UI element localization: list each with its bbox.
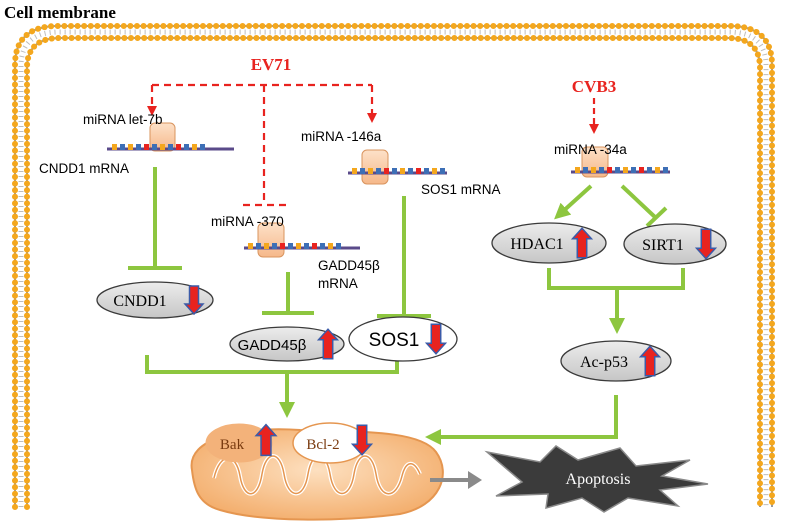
nucleotide-mark bbox=[392, 168, 397, 174]
nucleotide-mark bbox=[112, 144, 117, 150]
nucleotide-mark bbox=[647, 167, 652, 173]
nucleotide-mark bbox=[623, 167, 628, 173]
protein-gadd45b bbox=[229, 326, 345, 362]
cell-membrane bbox=[12, 23, 775, 510]
mirna-let7b-label: miRNA let-7b bbox=[83, 112, 163, 127]
nucleotide-mark bbox=[583, 167, 588, 173]
gadd45b-up-arrow-icon bbox=[316, 328, 340, 360]
nucleotide-mark bbox=[168, 144, 173, 150]
protein-cndd1-label: CNDD1 bbox=[113, 293, 166, 310]
cndd1-down-arrow-icon bbox=[183, 285, 205, 316]
nucleotide-mark bbox=[304, 243, 309, 249]
nucleotide-mark bbox=[120, 144, 125, 150]
protein-acp53-label: Ac-p53 bbox=[580, 354, 628, 371]
activation-edges bbox=[145, 184, 685, 445]
nucleotide-mark bbox=[192, 144, 197, 150]
mirna-34a-label: miRNA -34a bbox=[554, 142, 627, 157]
nucleotide-mark bbox=[264, 243, 269, 249]
nucleotide-mark bbox=[320, 243, 325, 249]
sos1-down-arrow-icon bbox=[424, 323, 448, 355]
protein-gadd45b-label: GADD45β bbox=[238, 337, 307, 354]
cndd1-mrna-label: CNDD1 mRNA bbox=[39, 161, 129, 176]
mirna-370-label: miRNA -370 bbox=[211, 214, 284, 229]
nucleotide-mark bbox=[128, 144, 133, 150]
nucleotide-mark bbox=[384, 168, 389, 174]
bak-up-arrow-icon bbox=[254, 423, 278, 457]
nucleotide-mark bbox=[288, 243, 293, 249]
mirna-146a-label: miRNA -146a bbox=[301, 129, 382, 144]
mirna-146a-complex bbox=[348, 149, 447, 185]
protein-sirt1 bbox=[623, 223, 727, 265]
nucleotide-mark bbox=[136, 144, 141, 150]
nucleotide-mark bbox=[200, 144, 205, 150]
page-title: Cell membrane bbox=[4, 3, 116, 22]
gadd45b-mrna-label-2: mRNA bbox=[318, 276, 358, 291]
nucleotide-mark bbox=[599, 167, 604, 173]
regulation-arrows bbox=[183, 227, 718, 457]
ev71-label: EV71 bbox=[251, 55, 292, 74]
nucleotide-mark bbox=[368, 168, 373, 174]
nucleotide-mark bbox=[328, 243, 333, 249]
mito-bcl2-label: Bcl-2 bbox=[306, 437, 339, 453]
nucleotide-mark bbox=[376, 168, 381, 174]
protein-acp53 bbox=[560, 340, 672, 382]
nucleotide-mark bbox=[280, 243, 285, 249]
inhibition-edges bbox=[128, 167, 668, 318]
nucleotide-mark bbox=[312, 243, 317, 249]
nucleotide-mark bbox=[416, 168, 421, 174]
nucleotide-mark bbox=[160, 144, 165, 150]
nucleotide-mark bbox=[440, 168, 445, 174]
acp53-up-arrow-icon bbox=[638, 345, 662, 377]
ev71-branches bbox=[147, 83, 377, 207]
protein-hdac1-label: HDAC1 bbox=[510, 236, 563, 253]
mirna-34a-complex bbox=[571, 146, 670, 178]
nucleotide-mark bbox=[615, 167, 620, 173]
nucleotide-mark bbox=[639, 167, 644, 173]
nucleotide-mark bbox=[432, 168, 437, 174]
mito-bak-label: Bak bbox=[220, 437, 245, 453]
nucleotide-mark bbox=[144, 144, 149, 150]
nucleotide-mark bbox=[591, 167, 596, 173]
nucleotide-mark bbox=[575, 167, 580, 173]
nucleotide-mark bbox=[176, 144, 181, 150]
nucleotide-mark bbox=[184, 144, 189, 150]
protein-sirt1-label: SIRT1 bbox=[642, 237, 684, 254]
apoptosis-arrow bbox=[430, 471, 482, 489]
nucleotide-mark bbox=[256, 243, 261, 249]
protein-cndd1 bbox=[96, 281, 214, 319]
apoptosis-burst bbox=[484, 445, 709, 513]
gadd45b-mrna-label-1: GADD45β bbox=[318, 258, 380, 273]
bcl2-down-arrow-icon bbox=[350, 424, 374, 456]
nucleotide-mark bbox=[400, 168, 405, 174]
nucleotide-mark bbox=[272, 243, 277, 249]
protein-sos1 bbox=[348, 316, 458, 362]
protein-sos1-label: SOS1 bbox=[369, 330, 420, 351]
nucleotide-mark bbox=[424, 168, 429, 174]
nucleotide-mark bbox=[248, 243, 253, 249]
nucleotide-mark bbox=[607, 167, 612, 173]
nucleotide-mark bbox=[336, 243, 341, 249]
nucleotide-mark bbox=[152, 144, 157, 150]
mirna-370-complex bbox=[244, 222, 360, 258]
nucleotide-mark bbox=[296, 243, 301, 249]
nucleotide-mark bbox=[408, 168, 413, 174]
mito-bak bbox=[205, 423, 273, 463]
sos1-mrna-label: SOS1 mRNA bbox=[421, 182, 501, 197]
nucleotide-mark bbox=[631, 167, 636, 173]
hdac1-up-arrow-icon bbox=[570, 227, 594, 259]
nucleotide-mark bbox=[352, 168, 357, 174]
nucleotide-mark bbox=[655, 167, 660, 173]
mirna-let7b-complex bbox=[107, 122, 234, 152]
apoptosis-label: Apoptosis bbox=[566, 471, 631, 488]
nucleotide-mark bbox=[360, 168, 365, 174]
cvb3-label: CVB3 bbox=[572, 77, 616, 96]
sirt1-down-arrow-icon bbox=[694, 228, 718, 260]
nucleotide-mark bbox=[663, 167, 668, 173]
